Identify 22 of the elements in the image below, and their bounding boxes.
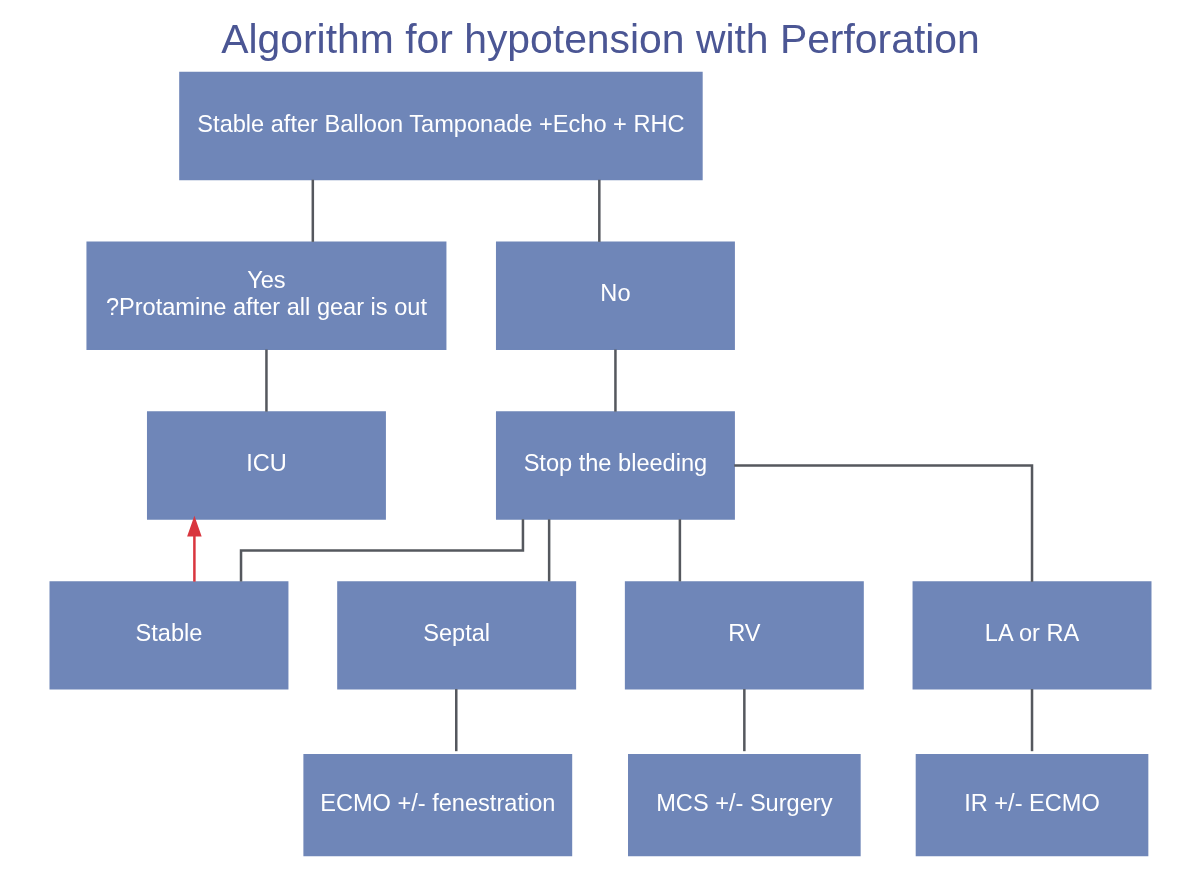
connector	[613, 349, 617, 412]
node-box: RV	[624, 581, 864, 690]
connector	[239, 519, 524, 582]
connector	[742, 689, 746, 752]
diagram-title: Algorithm for hypotension with Perforation	[220, 16, 980, 63]
node-box: Yes ?Protamine after all gear is out	[85, 241, 446, 351]
connector	[733, 464, 1033, 582]
arrow	[186, 515, 202, 582]
connector	[597, 179, 601, 242]
connector	[454, 689, 458, 752]
node-box: No	[495, 241, 735, 351]
node-box: ICU	[146, 411, 386, 520]
node-box: Stable	[49, 581, 288, 690]
connector	[311, 179, 314, 242]
connector	[678, 519, 681, 582]
node-box: LA or RA	[912, 581, 1151, 690]
node-box: Septal	[336, 581, 576, 690]
connector	[547, 519, 550, 582]
node-box: Stop the bleeding	[495, 411, 735, 520]
connector	[1030, 689, 1033, 752]
connector	[264, 349, 268, 412]
node-box: Stable after Balloon Tamponade +Echo + RHC	[178, 71, 703, 181]
